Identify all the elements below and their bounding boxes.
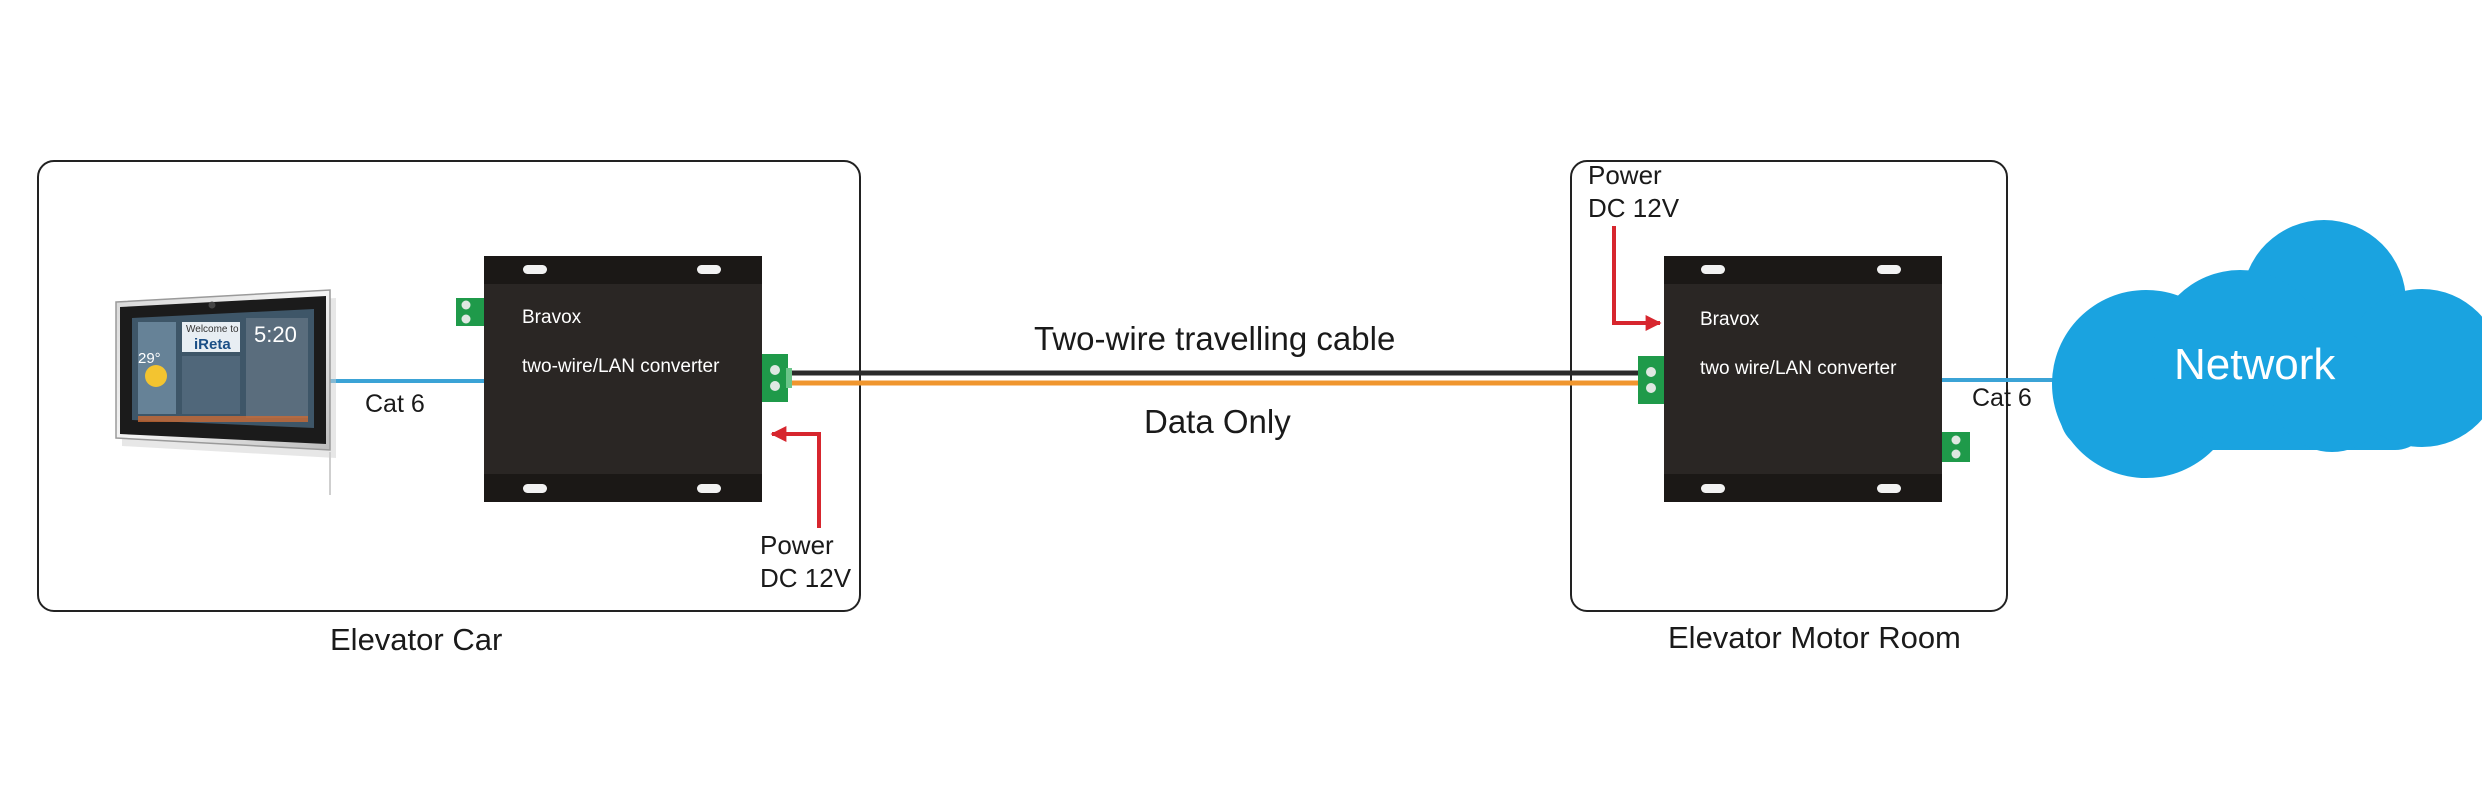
connector-left-cable-side (762, 354, 792, 402)
power-arrow-right (1612, 226, 1662, 331)
travelling-cable-label: Two-wire travelling cable (1034, 320, 1396, 357)
power-label-left-line2: DC 12V (760, 563, 852, 593)
elevator-motor-room-zone (1570, 160, 2008, 612)
panel-logo-text: iReta (194, 336, 231, 353)
power-label-right-line1: Power (1588, 160, 1662, 190)
power-label-right-line2: DC 12V (1588, 193, 1680, 223)
connector-left-power-side (456, 298, 484, 326)
converter-left (484, 256, 762, 502)
panel-time-text: 5:20 (254, 322, 297, 347)
network-cloud (2052, 220, 2482, 478)
cat6-label-left: Cat 6 (365, 390, 425, 418)
converter-left-model: two-wire/LAN converter (522, 356, 720, 377)
network-label: Network (2174, 340, 2336, 389)
power-label-left-line1: Power (760, 530, 834, 560)
converter-right (1664, 256, 1942, 502)
connector-right-cable-side (1638, 356, 1664, 404)
data-only-label: Data Only (1144, 403, 1291, 440)
panel-temperature-text: 29° (138, 350, 161, 367)
elevator-car-label: Elevator Car (330, 622, 503, 657)
cat6-label-right: Cat 6 (1972, 384, 2032, 412)
converter-right-brand: Bravox (1700, 309, 1760, 330)
connector-right-power-side (1942, 432, 1970, 462)
elevator-car-zone (37, 160, 861, 612)
converter-left-brand: Bravox (522, 307, 582, 328)
power-arrow-left (770, 426, 821, 528)
panel-welcome-text: Welcome to (186, 324, 239, 335)
converter-right-model: two wire/LAN converter (1700, 358, 1897, 379)
touch-panel-device (115, 289, 336, 495)
elevator-motor-room-label: Elevator Motor Room (1668, 620, 1961, 655)
